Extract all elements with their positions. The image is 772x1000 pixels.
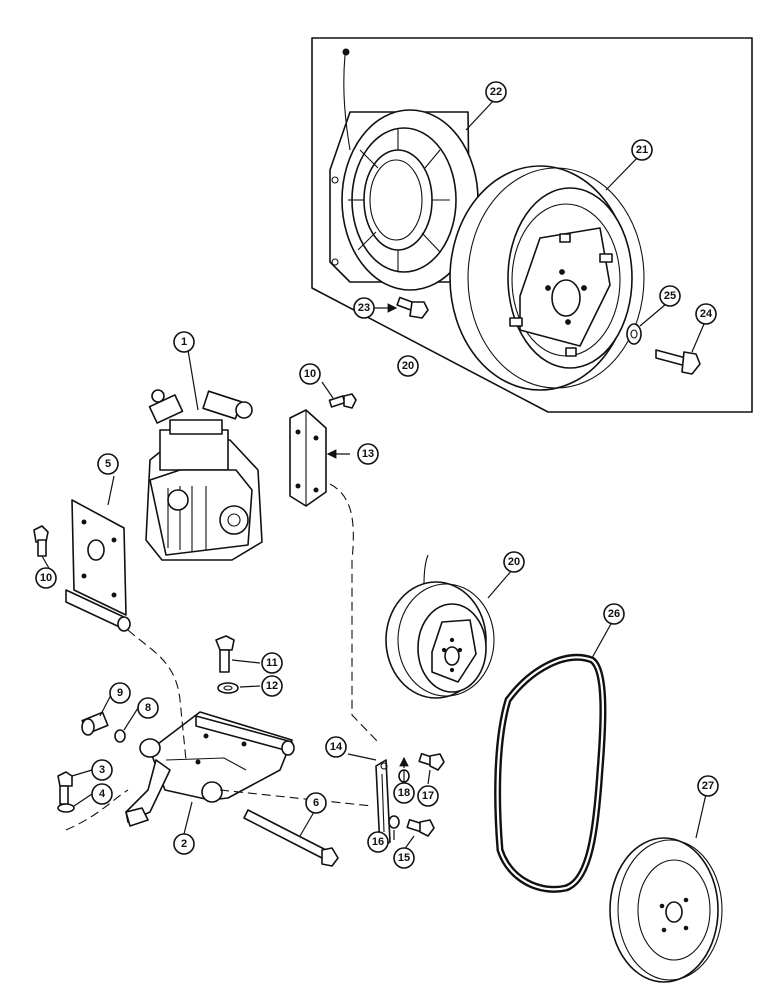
field-coil-part	[329, 48, 479, 291]
callout-11: 11	[261, 652, 283, 674]
svg-text:6: 6	[313, 797, 319, 809]
bracket-13-part	[289, 409, 327, 507]
clutch-detail-inset	[311, 37, 753, 413]
svg-text:26: 26	[608, 608, 620, 620]
svg-text:16: 16	[372, 836, 384, 848]
svg-text:18: 18	[398, 787, 410, 799]
callout-26: 26	[603, 603, 625, 625]
callout-12: 12	[261, 675, 283, 697]
bracket-5-part	[65, 499, 131, 632]
svg-text:21: 21	[636, 144, 648, 156]
bolt-11-part	[215, 635, 235, 673]
svg-text:1: 1	[181, 336, 187, 348]
callout-25: 25	[659, 285, 681, 307]
fitting-9-part	[81, 711, 109, 736]
svg-text:10: 10	[40, 572, 52, 584]
callout-22: 22	[485, 81, 507, 103]
svg-text:13: 13	[362, 448, 374, 460]
mounting-bracket-2-part	[125, 711, 295, 827]
clutch-pulley-part	[449, 165, 645, 391]
callout-5: 5	[97, 453, 119, 475]
callout-13: 13	[357, 443, 379, 465]
bolt-10-top-part	[328, 393, 357, 409]
lockwasher-12-part	[217, 682, 239, 694]
drive-belt-26-part	[494, 653, 607, 893]
callout-10-left: 10	[35, 567, 57, 589]
callout-20-inset: 20	[397, 355, 419, 377]
svg-text:20: 20	[508, 556, 520, 568]
svg-text:2: 2	[181, 838, 187, 850]
callout-24: 24	[695, 303, 717, 325]
washer-4-part	[57, 803, 75, 813]
callout-20: 20	[503, 551, 525, 573]
crank-pulley-27-part	[609, 837, 723, 983]
callout-16: 16	[367, 831, 389, 853]
svg-text:12: 12	[266, 680, 278, 692]
bolt-3-part	[57, 771, 73, 805]
svg-text:3: 3	[99, 764, 105, 776]
callout-27: 27	[697, 775, 719, 797]
svg-text:27: 27	[702, 780, 714, 792]
callout-9: 9	[109, 682, 131, 704]
svg-text:8: 8	[145, 702, 151, 714]
svg-text:9: 9	[117, 687, 123, 699]
callout-8: 8	[137, 697, 159, 719]
compressor-part	[145, 389, 263, 561]
callout-10-top: 10	[299, 363, 321, 385]
washer-25-part	[626, 323, 642, 345]
callout-18: 18	[393, 782, 415, 804]
washer-8-part	[114, 729, 126, 743]
svg-text:22: 22	[490, 86, 502, 98]
alignment-lines	[65, 483, 379, 831]
svg-text:25: 25	[664, 290, 676, 302]
svg-text:15: 15	[398, 852, 410, 864]
callout-15: 15	[393, 847, 415, 869]
svg-text:5: 5	[105, 458, 111, 470]
callout-1: 1	[173, 331, 195, 353]
callout-17: 17	[417, 785, 439, 807]
svg-text:14: 14	[330, 741, 343, 753]
callout-2: 2	[173, 833, 195, 855]
bolt-6-part	[243, 809, 339, 867]
bolt-24-part	[655, 349, 701, 375]
svg-text:23: 23	[358, 302, 370, 314]
svg-text:17: 17	[422, 790, 434, 802]
callout-14: 14	[325, 736, 347, 758]
svg-text:11: 11	[266, 657, 278, 669]
washer-16-part	[388, 815, 400, 829]
svg-text:24: 24	[700, 308, 713, 320]
callout-6: 6	[305, 792, 327, 814]
bolt-10-left-part	[33, 525, 49, 557]
svg-text:10: 10	[304, 368, 316, 380]
bolt-17-part	[418, 752, 445, 771]
svg-text:4: 4	[99, 788, 106, 800]
adjusting-strap-14-part	[375, 759, 391, 849]
callout-23: 23	[353, 297, 375, 319]
bolt-15-part	[406, 818, 435, 837]
callout-21: 21	[631, 139, 653, 161]
clutch-assembly-20-part	[385, 554, 495, 699]
callout-4: 4	[91, 783, 113, 805]
svg-text:20: 20	[402, 360, 414, 372]
callout-3: 3	[91, 759, 113, 781]
clutch-bolt-23-part	[396, 296, 429, 319]
